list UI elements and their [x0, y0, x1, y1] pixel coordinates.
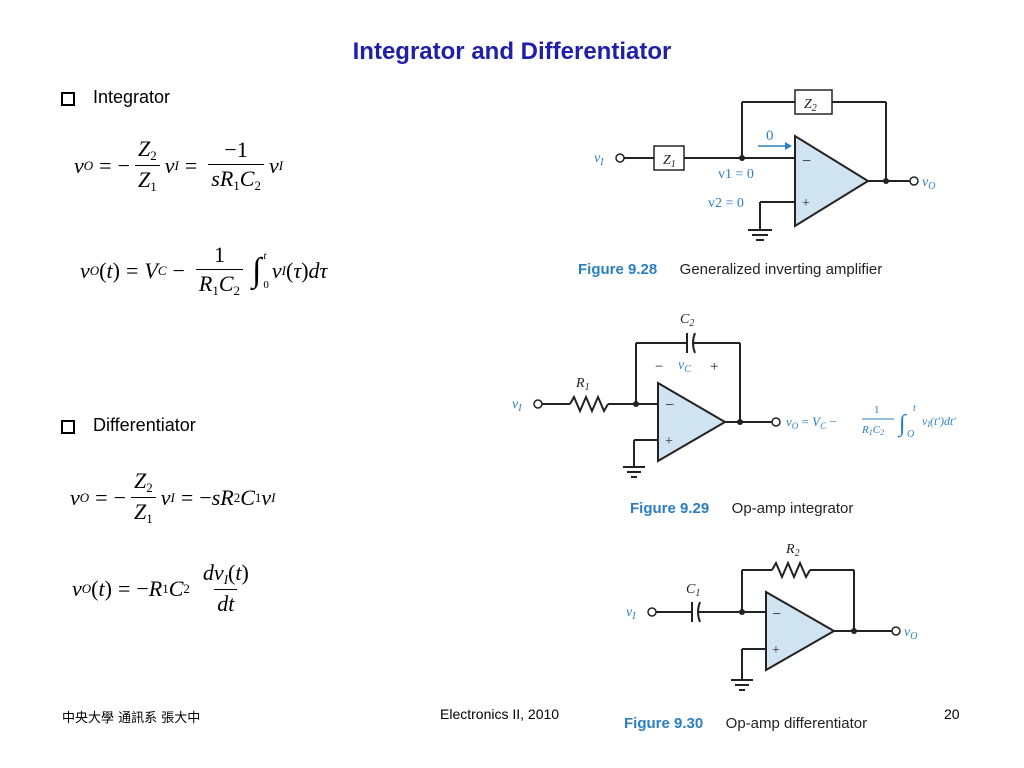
svg-text:O: O: [907, 429, 914, 440]
integrator-output-expression: vO = VC − 1 R1C2 ∫ t O vI(t′)dt′: [786, 403, 956, 440]
figure-caption: Op-amp differentiator: [725, 715, 868, 732]
svg-text:∫: ∫: [897, 411, 907, 438]
differentiator-heading: Differentiator: [93, 415, 196, 435]
cap-plus-sign: +: [710, 359, 718, 375]
bullet-square-icon: [61, 420, 75, 434]
figure-9-28-circuit: 0 Z1 Z2 vI vO v1 = 0 v2 = 0 − +: [594, 89, 935, 241]
vi-label: vI: [512, 397, 522, 414]
cap-minus-sign: −: [655, 359, 663, 375]
figure-number: Figure 9.30: [624, 715, 704, 732]
r1-label: R1: [575, 376, 590, 393]
plus-terminal: +: [802, 196, 810, 211]
figure-9-29-circuit: C2 R1 − vC + vI − + vO = VC − 1 R1C2 ∫ t…: [512, 312, 956, 478]
figure-9-28-caption: Figure 9.28 Generalized inverting amplif…: [578, 261, 882, 279]
r2-label: R2: [785, 542, 800, 559]
slide-title: Integrator and Differentiator: [352, 38, 672, 65]
integrator-heading: Integrator: [93, 87, 171, 107]
plus-terminal: +: [772, 643, 780, 658]
figure-number: Figure 9.28: [578, 261, 658, 278]
minus-terminal: −: [802, 153, 811, 170]
bullet-square-icon: [61, 92, 75, 106]
vi-label: vI: [594, 151, 604, 168]
figure-9-30-caption: Figure 9.30 Op-amp differentiator: [624, 715, 867, 733]
v2-label: v2 = 0: [708, 196, 744, 211]
figure-caption: Generalized inverting amplifier: [679, 261, 883, 278]
figure-9-30-circuit: C1 R2 vI vO − +: [626, 542, 917, 691]
figure-9-29-caption: Figure 9.29 Op-amp integrator: [630, 500, 853, 518]
c2-label: C2: [680, 312, 694, 329]
svg-text:1: 1: [874, 404, 880, 416]
minus-terminal: −: [772, 606, 781, 623]
vc-label: vC: [678, 358, 691, 375]
svg-text:R1C2: R1C2: [861, 424, 884, 437]
v1-label: v1 = 0: [718, 167, 754, 182]
c1-label: C1: [686, 582, 700, 599]
minus-terminal: −: [665, 397, 674, 414]
page-number: 20: [944, 706, 960, 722]
plus-terminal: +: [665, 434, 673, 449]
figure-caption: Op-amp integrator: [731, 500, 854, 517]
footer-author: 中央大學 通訊系 張大中: [62, 711, 201, 726]
vi-label: vI: [626, 605, 636, 622]
svg-text:vI(t′)dt′: vI(t′)dt′: [922, 414, 956, 429]
footer-course: Electronics II, 2010: [440, 706, 560, 722]
figure-number: Figure 9.29: [630, 500, 710, 517]
vo-label: vO: [922, 175, 935, 192]
current-label: 0: [766, 128, 774, 144]
svg-text:t: t: [913, 403, 916, 414]
vo-label: vO: [904, 625, 917, 642]
svg-text:vO = VC −: vO = VC −: [786, 414, 837, 431]
